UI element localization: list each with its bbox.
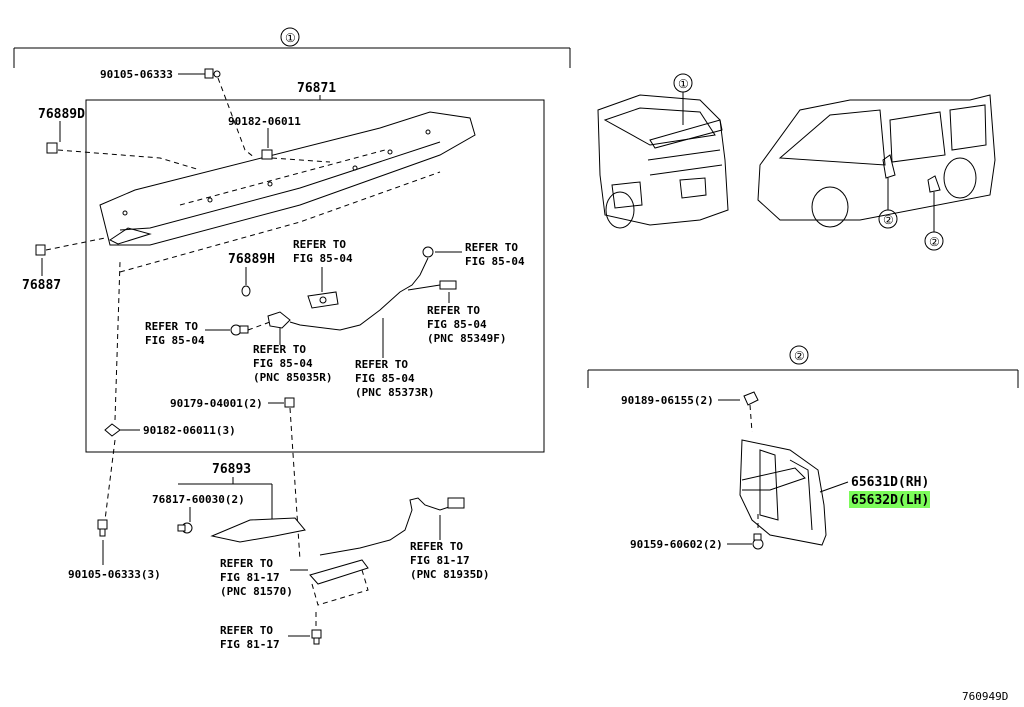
svg-text:(PNC 81935D): (PNC 81935D)	[410, 568, 489, 581]
ref-fig-81-17[interactable]: REFER TO FIG 81-17	[220, 624, 280, 651]
car-callout-2b: ②	[929, 235, 940, 249]
part-76817-60030: 76817-60030(2)	[152, 493, 245, 506]
clip-nut-icon[interactable]	[104, 423, 121, 437]
license-lamp[interactable]	[309, 559, 369, 585]
svg-text:REFER TO: REFER TO	[293, 238, 346, 251]
svg-text:FIG 81-17: FIG 81-17	[220, 571, 280, 584]
svg-text:FIG 85-04: FIG 85-04	[253, 357, 313, 370]
svg-text:REFER TO: REFER TO	[145, 320, 198, 333]
svg-text:FIG 81-17: FIG 81-17	[410, 554, 470, 567]
part-76871: 76871	[297, 81, 336, 96]
svg-text:REFER TO: REFER TO	[427, 304, 480, 317]
part-90159-60602: 90159-60602(2)	[630, 538, 723, 551]
pad-icon[interactable]	[307, 291, 339, 309]
car-callout-1: ①	[678, 77, 689, 91]
svg-text:FIG 85-04: FIG 85-04	[293, 252, 353, 265]
bolt-bottom-icon[interactable]	[97, 519, 108, 537]
part-65632D-LH[interactable]: 65632D(LH)	[851, 493, 929, 508]
ref-pnc-81570[interactable]: REFER TO FIG 81-17 (PNC 81570)	[220, 557, 293, 598]
nozzle-icon[interactable]	[267, 311, 291, 329]
ref-pnc-81935D[interactable]: REFER TO FIG 81-17 (PNC 81935D)	[410, 540, 489, 581]
rear-spoiler[interactable]	[99, 111, 476, 273]
license-garnish[interactable]	[210, 517, 306, 543]
svg-text:(PNC 85373R): (PNC 85373R)	[355, 386, 434, 399]
lamp-connector-icon[interactable]	[447, 497, 465, 509]
part-90105-06333-3: 90105-06333(3)	[68, 568, 161, 581]
part-65631D-RH: 65631D(RH)	[851, 475, 929, 490]
part-76889H: 76889H	[228, 252, 275, 267]
washer-nozzle-icon[interactable]	[422, 246, 434, 258]
nozzle-screw-icon[interactable]	[230, 324, 249, 336]
svg-text:FIG 85-04: FIG 85-04	[465, 255, 525, 268]
svg-text:FIG 85-04: FIG 85-04	[427, 318, 487, 331]
vehicle-side-view	[757, 94, 996, 228]
ref-pnc-85373R[interactable]: REFER TO FIG 85-04 (PNC 85373R)	[355, 358, 434, 399]
svg-text:(PNC 81570): (PNC 81570)	[220, 585, 293, 598]
lamp-screw-icon[interactable]	[311, 629, 322, 645]
svg-text:REFER TO: REFER TO	[220, 624, 273, 637]
svg-text:REFER TO: REFER TO	[220, 557, 273, 570]
svg-text:REFER TO: REFER TO	[465, 241, 518, 254]
screw-icon[interactable]	[284, 397, 295, 408]
svg-text:FIG 85-04: FIG 85-04	[145, 334, 205, 347]
grommet-icon[interactable]	[241, 285, 251, 297]
ref-pnc-85349F[interactable]: REFER TO FIG 85-04 (PNC 85349F)	[427, 304, 506, 345]
svg-text:FIG 85-04: FIG 85-04	[355, 372, 415, 385]
svg-text:(PNC 85035R): (PNC 85035R)	[253, 371, 332, 384]
svg-text:REFER TO: REFER TO	[355, 358, 408, 371]
car-callout-2a: ②	[883, 213, 894, 227]
part-76893: 76893	[212, 462, 251, 477]
svg-text:FIG 81-17: FIG 81-17	[220, 638, 280, 651]
screw-90159-icon[interactable]	[752, 533, 764, 550]
clip-icon[interactable]	[46, 142, 58, 154]
part-90182-06011-3: 90182-06011(3)	[143, 424, 236, 437]
highlight	[849, 491, 930, 508]
svg-text:REFER TO: REFER TO	[253, 343, 306, 356]
part-90182-06011: 90182-06011	[228, 115, 301, 128]
part-76889D: 76889D	[38, 107, 85, 122]
group1-bracket: ①	[13, 27, 571, 68]
cap-icon[interactable]	[35, 244, 46, 256]
spoiler-assembly-box	[85, 99, 545, 453]
diagram-id: 760949D	[962, 690, 1008, 703]
washer-hose[interactable]	[289, 257, 429, 331]
part-76887: 76887	[22, 278, 61, 293]
vehicle-rear-view	[597, 94, 729, 229]
ref-fig-85-04-c[interactable]: REFER TO FIG 85-04	[145, 320, 205, 347]
group2-bracket: ②	[587, 345, 1019, 388]
svg-text:REFER TO: REFER TO	[410, 540, 463, 553]
part-90179-04001: 90179-04001(2)	[170, 397, 263, 410]
connector-icon[interactable]	[439, 280, 457, 290]
bolt-icon[interactable]	[204, 68, 221, 79]
ref-pnc-85035R[interactable]: REFER TO FIG 85-04 (PNC 85035R)	[253, 343, 332, 384]
ref-fig-85-04-b[interactable]: REFER TO FIG 85-04	[465, 241, 525, 268]
clip-90189-icon[interactable]	[743, 391, 759, 406]
part-90105-06333-top: 90105-06333	[100, 68, 173, 81]
ref-fig-85-04-a[interactable]: REFER TO FIG 85-04	[293, 238, 353, 265]
part-90189-06155: 90189-06155(2)	[621, 394, 714, 407]
clip-small-icon[interactable]	[177, 522, 193, 534]
group2-number: ②	[794, 349, 805, 363]
group1-number: ①	[285, 31, 296, 45]
svg-text:(PNC 85349F): (PNC 85349F)	[427, 332, 506, 345]
mudguard[interactable]	[739, 439, 827, 546]
nut-icon[interactable]	[261, 149, 273, 160]
